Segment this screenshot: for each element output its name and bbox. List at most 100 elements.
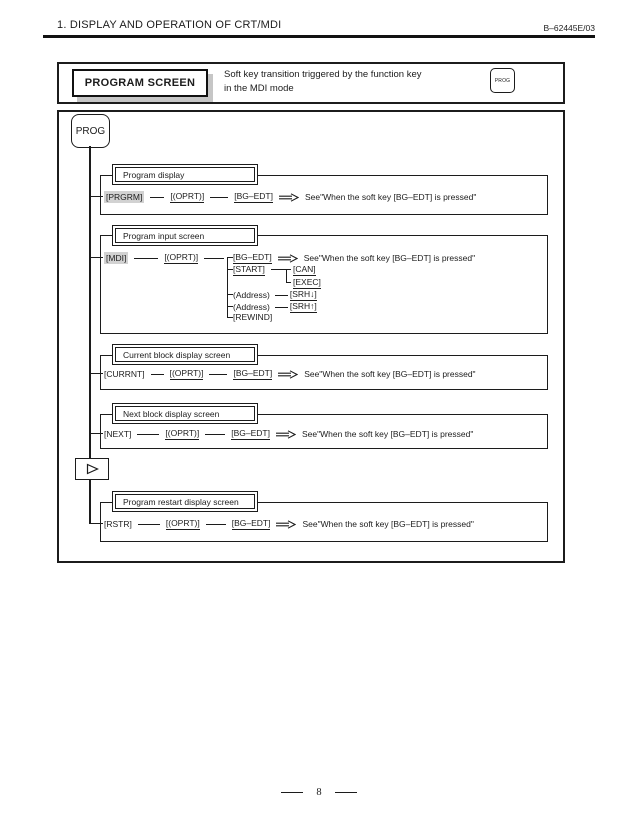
document-code: B–62445E/03	[543, 23, 595, 33]
section-program-input	[100, 235, 548, 334]
connector	[89, 196, 103, 198]
connector	[150, 196, 165, 198]
section-label-box: Program restart display screen	[112, 491, 258, 512]
chapter-title: 1. DISPLAY AND OPERATION OF CRT/MDI	[57, 19, 282, 31]
connector	[286, 269, 288, 282]
section-program-display	[100, 175, 548, 215]
banner-description-line2: in the MDI mode	[224, 82, 294, 94]
next-page-softkey	[75, 458, 109, 480]
prog-function-key-icon: PROG	[490, 68, 515, 93]
double-arrow-icon	[275, 429, 296, 439]
see-note: See"When the soft key [BG–EDT] is presse…	[304, 369, 476, 379]
connector	[137, 523, 160, 525]
softkey-can: [CAN]	[293, 264, 316, 276]
see-note: See"When the soft key [BG–EDT] is presse…	[302, 519, 474, 529]
see-note: See"When the soft key [BG–EDT] is presse…	[304, 192, 477, 202]
section-program-restart	[100, 502, 548, 542]
softkey-row: [BG–EDT] See"When the soft key [BG–EDT] …	[233, 252, 475, 264]
section-next-block	[100, 414, 548, 449]
connector	[205, 523, 226, 525]
softkey-exec: [EXEC]	[293, 277, 321, 289]
address-label: (Address)	[233, 302, 270, 312]
softkey-row: [RSTR] [(OPRT)] [BG–EDT] See"When the so…	[104, 518, 474, 530]
softkey-oprt: [(OPRT)]	[164, 252, 199, 264]
section-label-box: Program input screen	[112, 225, 258, 246]
see-note: See"When the soft key [BG–EDT] is presse…	[301, 429, 474, 439]
softkey-oprt: [(OPRT)]	[169, 368, 204, 380]
connector	[89, 478, 91, 523]
section-label-box: Program display	[112, 164, 258, 185]
softkey-row: [CURRNT] [(OPRT)] [BG–EDT] See"When the …	[104, 368, 476, 380]
section-label: Program restart display screen	[115, 494, 255, 509]
softkey-row: [CAN]	[293, 264, 316, 276]
softkey-currnt: [CURRNT]	[104, 369, 145, 379]
softkey-row: [START]	[233, 264, 265, 276]
softkey-oprt: [(OPRT)]	[165, 428, 200, 440]
banner-description-line1: Soft key transition triggered by the fun…	[224, 69, 422, 80]
footer-dash	[334, 791, 357, 794]
page-number: 8	[316, 787, 322, 798]
softkey-start: [START]	[233, 264, 265, 276]
softkey-row: [MDI] [(OPRT)]	[104, 252, 225, 264]
footer-dash	[281, 791, 304, 794]
connector	[227, 269, 233, 271]
connector	[271, 269, 291, 271]
right-triangle-icon	[86, 463, 99, 475]
section-label-box: Current block display screen	[112, 344, 258, 365]
banner-box: PROGRAM SCREEN Soft key transition trigg…	[57, 62, 565, 104]
section-current-block	[100, 355, 548, 390]
footer: 8	[0, 787, 638, 798]
softkey-row: (Address) [SRH↑]	[233, 301, 317, 313]
softkey-srh-up: [SRH↑]	[289, 301, 317, 313]
double-arrow-icon	[276, 519, 297, 529]
connector	[150, 373, 164, 375]
connector	[274, 306, 288, 308]
section-label: Next block display screen	[115, 406, 255, 421]
connector	[227, 306, 233, 308]
softkey-row: [EXEC]	[293, 277, 321, 289]
connector	[204, 257, 225, 259]
softkey-bg-edt: [BG–EDT]	[233, 252, 272, 264]
diagram-box	[57, 110, 565, 563]
softkey-rewind: [REWIND]	[233, 312, 273, 322]
section-label-box: Next block display screen	[112, 403, 258, 424]
connector	[205, 433, 226, 435]
connector	[227, 257, 233, 259]
softkey-bg-edt: [BG–EDT]	[231, 428, 270, 440]
connector	[210, 196, 229, 198]
softkey-bg-edt: [BG–EDT]	[234, 191, 273, 203]
see-note: See"When the soft key [BG–EDT] is presse…	[303, 253, 476, 263]
connector	[89, 373, 103, 375]
softkey-row: [NEXT] [(OPRT)] [BG–EDT] See"When the so…	[104, 428, 473, 440]
connector	[134, 257, 159, 259]
connector	[286, 282, 291, 284]
connector	[227, 317, 233, 319]
section-label: Current block display screen	[115, 347, 255, 362]
connector	[89, 433, 103, 435]
softkey-bg-edt: [BG–EDT]	[231, 518, 271, 530]
softkey-prgrm: [PRGRM]	[104, 191, 145, 203]
connector	[89, 257, 103, 259]
softkey-oprt: [(OPRT)]	[165, 518, 200, 530]
connector	[227, 257, 229, 317]
softkey-row: [PRGRM] [(OPRT)] [BG–EDT] See"When the s…	[104, 191, 476, 203]
connector	[209, 373, 228, 375]
softkey-oprt: [(OPRT)]	[170, 191, 205, 203]
softkey-row: (Address) [SRH↓]	[233, 289, 317, 301]
softkey-bg-edt: [BG–EDT]	[233, 368, 273, 380]
double-arrow-icon	[278, 369, 299, 379]
connector	[89, 146, 91, 458]
section-label: Program input screen	[115, 228, 255, 243]
connector	[89, 523, 103, 525]
address-label: (Address)	[233, 290, 270, 300]
connector	[137, 433, 160, 435]
banner-description: Soft key transition triggered by the fun…	[224, 68, 422, 95]
softkey-srh-down: [SRH↓]	[289, 289, 317, 301]
connector	[274, 294, 288, 296]
double-arrow-icon	[277, 253, 298, 263]
header-rule	[43, 35, 595, 38]
softkey-row: [REWIND]	[233, 312, 272, 322]
softkey-mdi: [MDI]	[104, 252, 129, 264]
section-label: Program display	[115, 167, 255, 182]
